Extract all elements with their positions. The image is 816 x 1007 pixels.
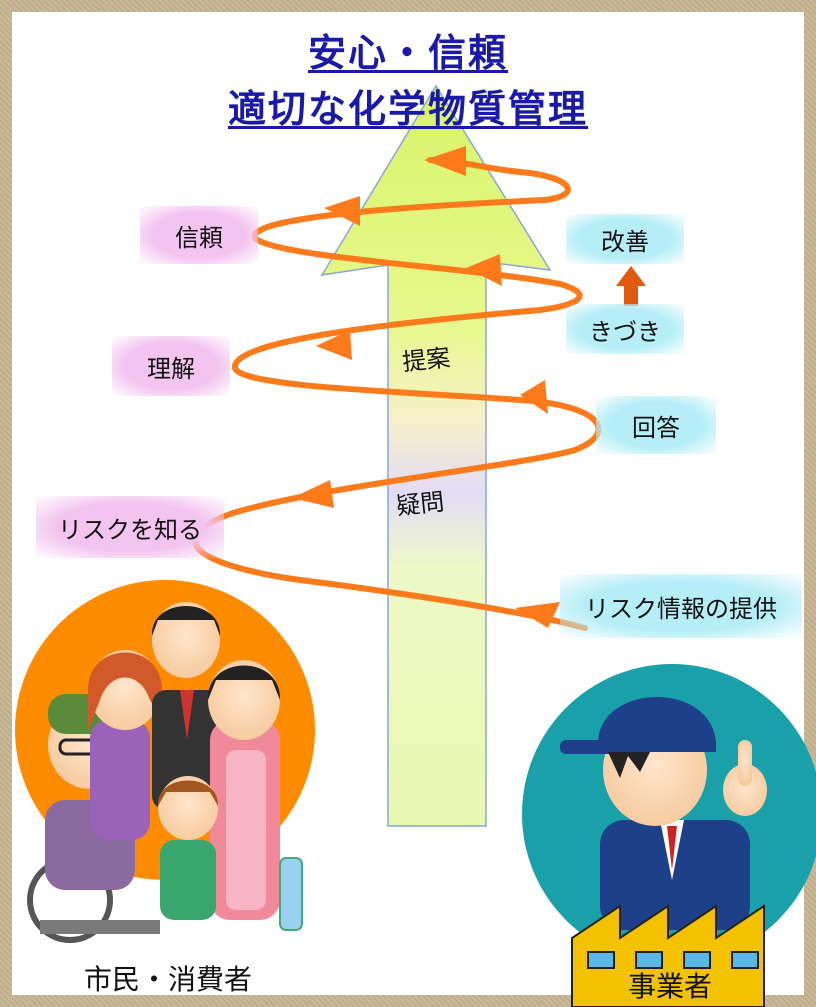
caption-citizens: 市民・消費者 <box>84 963 253 996</box>
progress-arrow <box>320 84 552 827</box>
improvement-up-arrow <box>616 266 646 306</box>
business-illustration <box>522 664 816 1007</box>
label-proposal: 提案 <box>400 343 452 377</box>
label-know-risk: リスクを知る <box>36 496 224 558</box>
label-question: 疑問 <box>394 487 446 521</box>
label-risk-info: リスク情報の提供 <box>560 574 802 638</box>
label-trust: 信頼 <box>140 206 258 264</box>
label-answer: 回答 <box>596 396 716 454</box>
label-awareness: きづき <box>566 304 684 354</box>
title-line-2: 適切な化学物質管理 <box>227 87 588 131</box>
caption-business: 事業者 <box>628 970 713 1003</box>
label-improvement: 改善 <box>566 214 684 264</box>
title-line-1: 安心・信頼 <box>307 31 508 75</box>
citizens-illustration <box>15 580 315 943</box>
spiral-arrowheads <box>292 146 560 628</box>
label-understanding: 理解 <box>112 336 230 396</box>
